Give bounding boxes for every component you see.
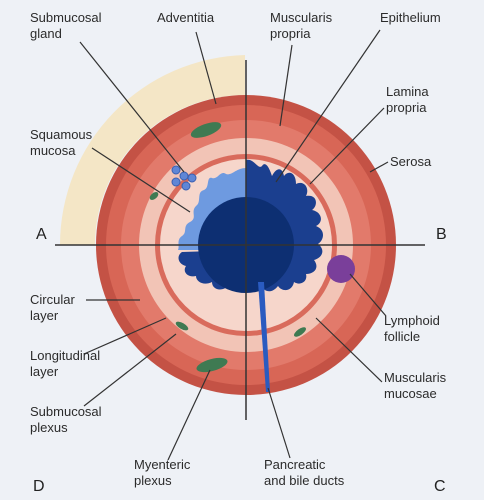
submucosal-gland-cluster <box>171 165 197 191</box>
label-squamous-mucosa: Squamous mucosa <box>30 127 93 158</box>
pancreatic-duct <box>258 282 270 392</box>
leader-lines <box>79 29 389 461</box>
label-epithelium: Epithelium <box>380 10 441 25</box>
label-muscularis-mucosae: Muscularis mucosae <box>384 370 447 401</box>
label-longitudinal-layer: Longitudinal layer <box>30 348 101 379</box>
quadrant-label-c: C <box>434 478 446 495</box>
adventitia-layer <box>59 55 245 245</box>
quadrant-label-a: A <box>36 226 47 243</box>
lymphoid-follicle <box>327 255 355 283</box>
label-circular-layer: Circular layer <box>30 292 75 323</box>
label-submucosal-gland: Submucosal gland <box>30 10 102 41</box>
label-muscularis-propria: Muscularis propria <box>270 10 333 41</box>
label-adventitia: Adventitia <box>157 10 215 25</box>
plexus-ellipse-a2 <box>149 192 159 200</box>
label-lymphoid-follicle: Lymphoid follicle <box>384 313 440 344</box>
label-lamina-propria: Lamina propria <box>386 84 429 115</box>
quadrant-label-d: D <box>33 478 45 495</box>
label-submucosal-plexus: Submucosal plexus <box>30 404 102 435</box>
label-myenteric-plexus: Myenteric plexus <box>134 457 191 488</box>
label-serosa: Serosa <box>390 154 432 169</box>
plexus-ellipse-d1 <box>175 321 189 331</box>
label-pancreatic-bile-ducts: Pancreatic and bile ducts <box>264 457 345 488</box>
plexus-ellipse-d2 <box>196 357 228 373</box>
plexus-ellipse-a1 <box>190 122 222 138</box>
plexus-ellipse-c1 <box>294 327 306 337</box>
quadrant-label-b: B <box>436 226 447 243</box>
